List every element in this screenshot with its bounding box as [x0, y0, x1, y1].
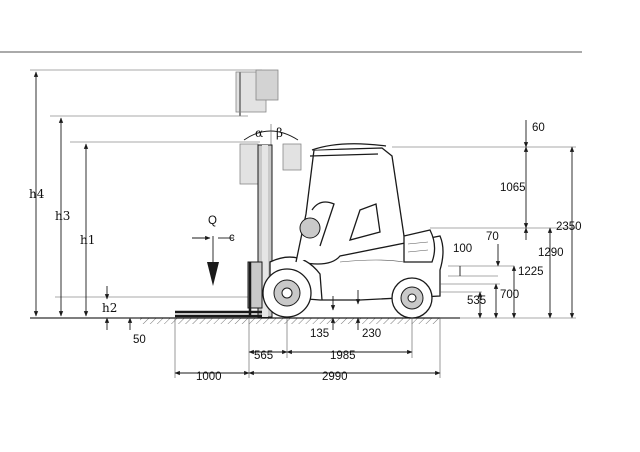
clearance-dimensions	[330, 290, 361, 330]
ground	[30, 317, 460, 324]
dim-length-to-fork-face: 2990	[322, 371, 348, 383]
load-arrow	[192, 235, 234, 286]
dim-rear-step: 535	[467, 295, 486, 307]
symbol-h4: h4	[29, 187, 45, 201]
symbol-beta: β	[276, 126, 283, 140]
symbol-h2: h2	[102, 301, 117, 315]
dim-rear-lower: 700	[500, 289, 519, 301]
dim-front-overhang: 565	[254, 350, 273, 362]
dim-mast-clearance: 135	[310, 328, 329, 340]
tilt-arc	[243, 124, 299, 145]
dim-seat-height: 1290	[538, 247, 564, 259]
dim-step-height: 1225	[518, 266, 544, 278]
mast	[247, 144, 273, 318]
rear-wheel	[391, 277, 433, 319]
symbol-h3: h3	[55, 209, 70, 223]
dim-wheelbase: 1985	[330, 350, 356, 362]
symbol-h1: h1	[80, 233, 95, 247]
raised-forks	[30, 69, 302, 298]
dim-chassis-clearance: 230	[362, 328, 381, 340]
right-dimensions	[392, 120, 576, 319]
dim-step-offset: 70	[486, 231, 499, 243]
symbol-c: c	[229, 232, 235, 244]
dim-overhead-top: 60	[532, 122, 545, 134]
symbol-alpha: α	[255, 126, 263, 140]
dim-step-width: 100	[453, 243, 472, 255]
left-dimensions	[30, 71, 140, 330]
forks	[175, 262, 262, 318]
dim-cab-height: 1065	[500, 182, 526, 194]
symbol-q: Q	[208, 215, 217, 227]
dim-overall-height: 2350	[556, 221, 582, 233]
front-wheel	[262, 268, 312, 318]
dim-fork-clearance: 50	[133, 334, 146, 346]
dim-fork-length: 1000	[196, 371, 222, 383]
truck-body	[269, 143, 444, 301]
horizontal-dimensions	[174, 318, 441, 378]
